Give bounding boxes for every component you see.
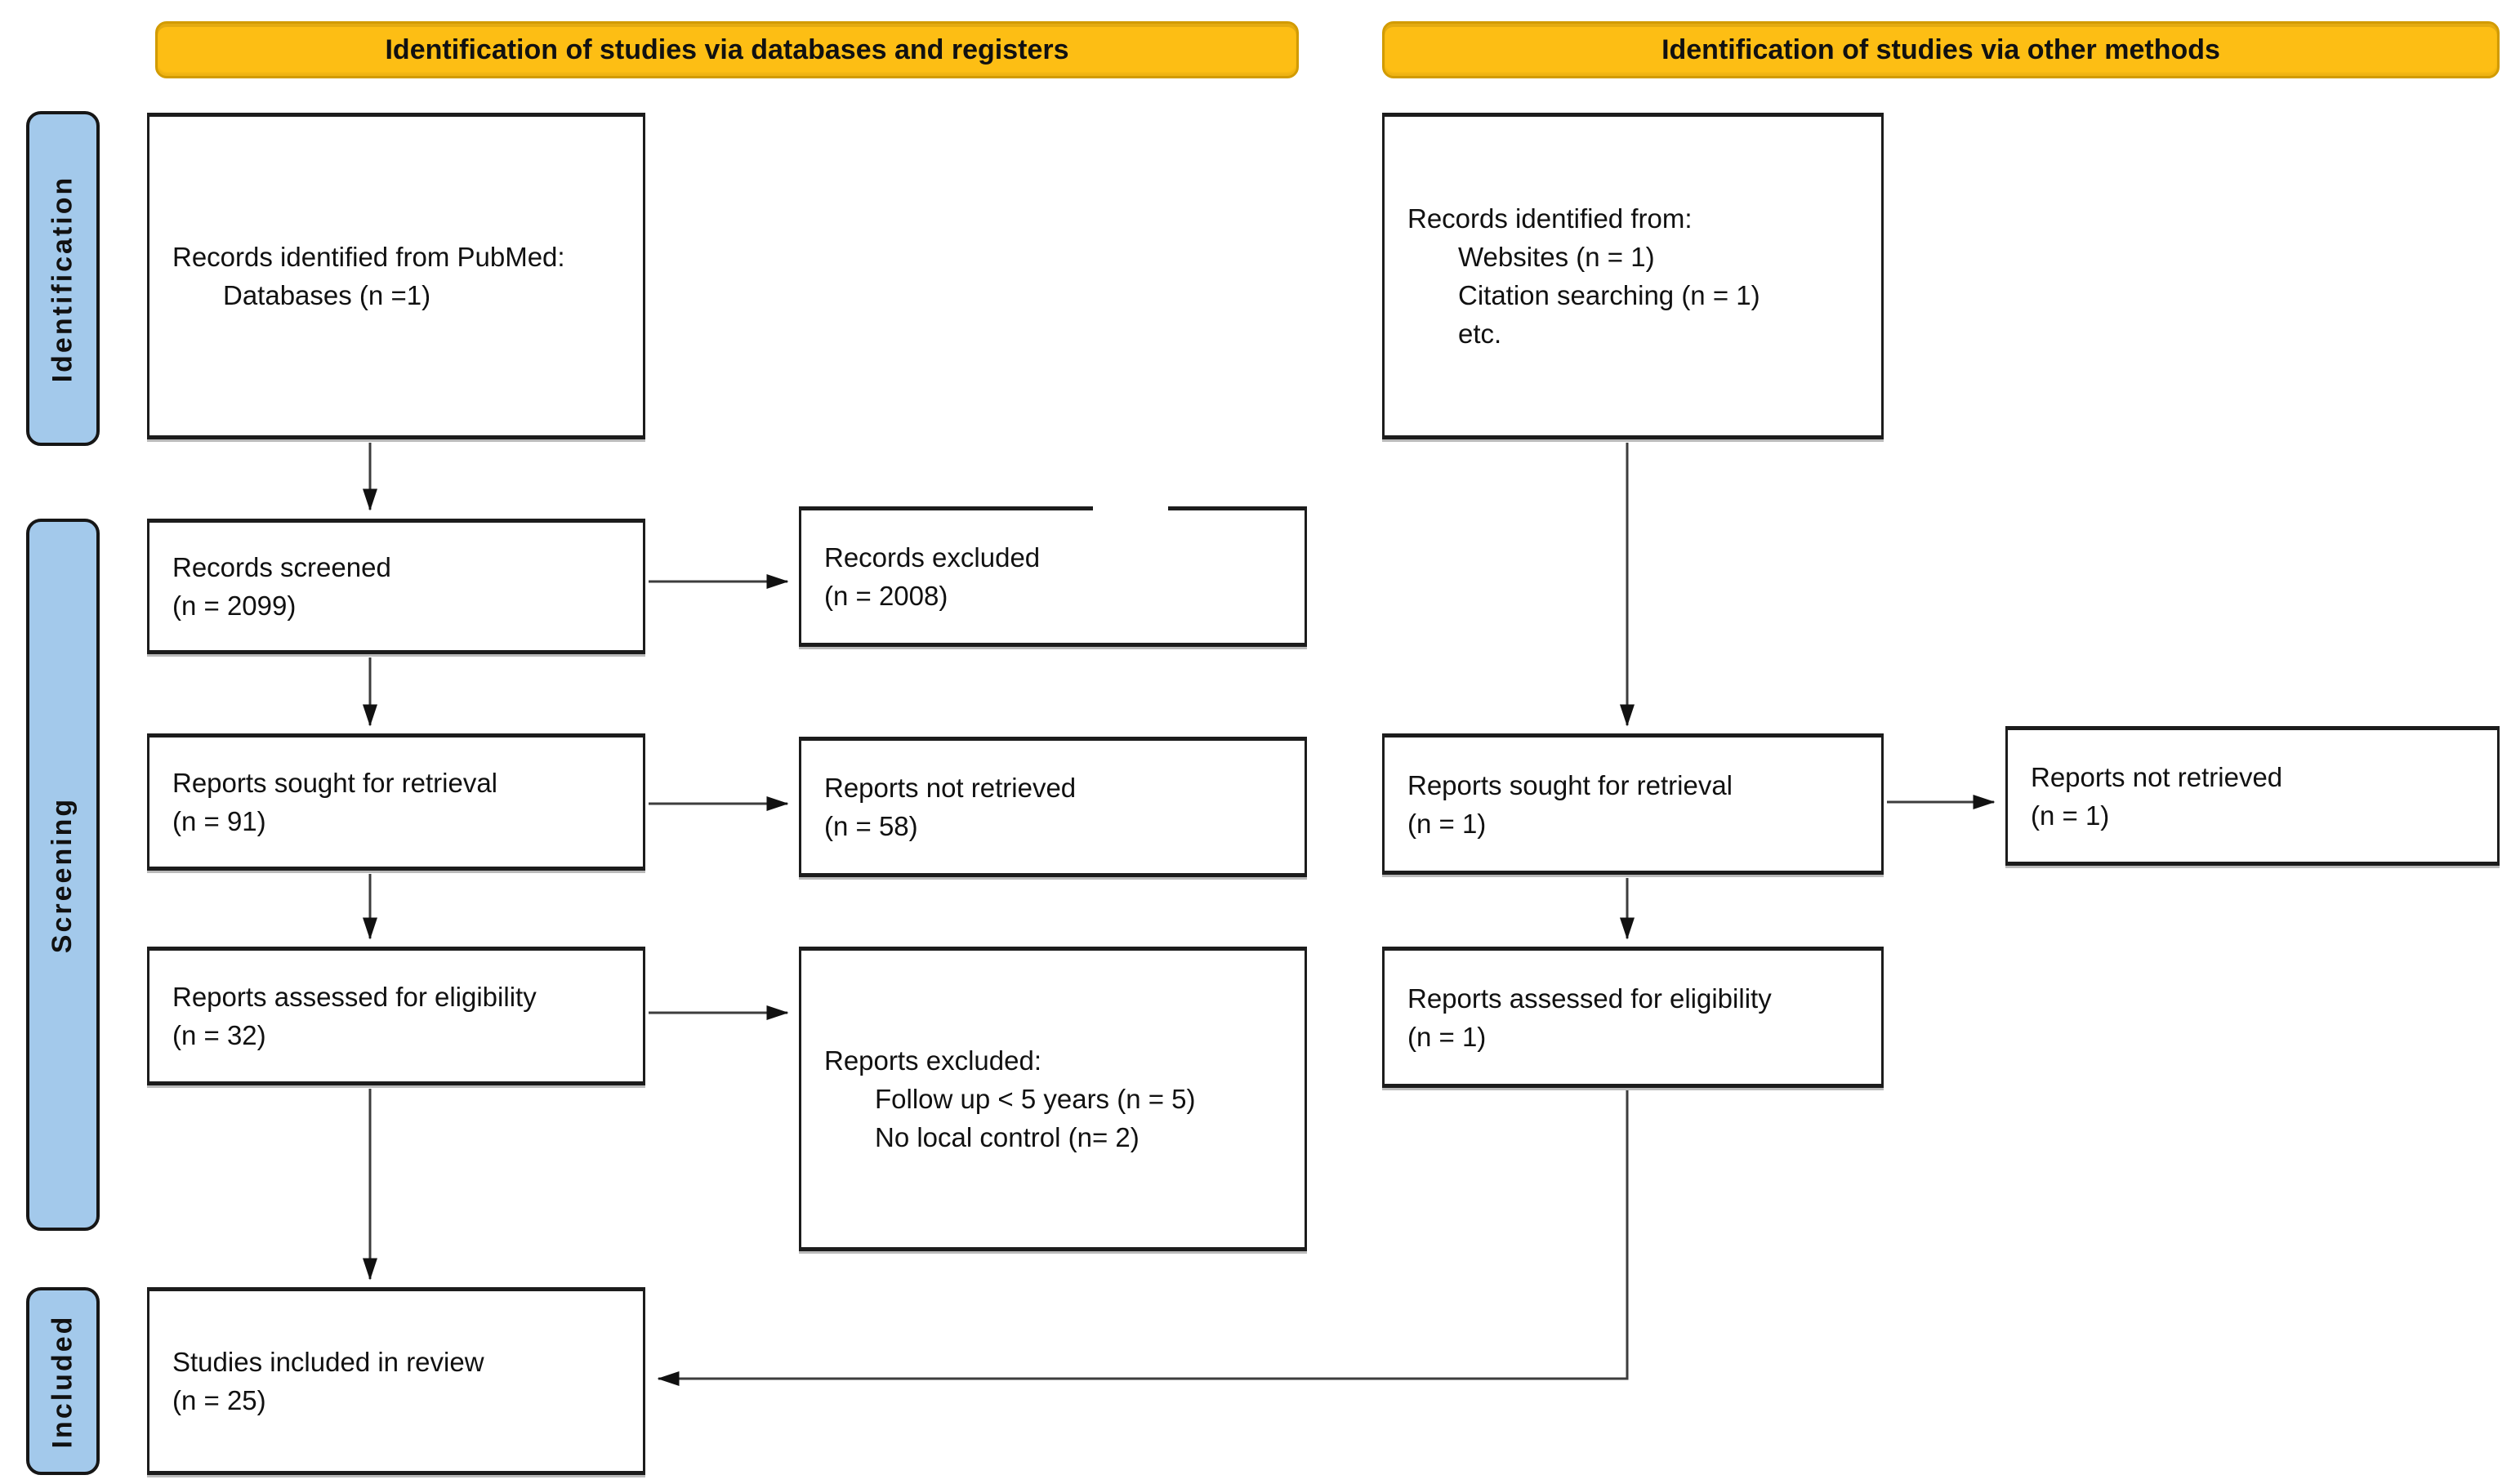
box-reports-sought-other: Reports sought for retrieval (n = 1): [1382, 733, 1884, 875]
box-reports-assessed-other: Reports assessed for eligibility (n = 1): [1382, 947, 1884, 1088]
box-reports-not-retrieved-other: Reports not retrieved (n = 1): [2005, 726, 2500, 866]
box-text-line: (n = 1): [1407, 808, 1487, 839]
box-text-line: (n = 1): [1407, 1021, 1487, 1052]
stage-label-screening-text: Screening: [47, 796, 78, 953]
box-text-line: Records excluded: [824, 542, 1041, 573]
box-text-line: Follow up < 5 years (n = 5): [875, 1084, 1196, 1114]
box-text-line: Reports not retrieved: [824, 773, 1077, 803]
banner-identification-databases: Identification of studies via databases …: [155, 21, 1299, 78]
box-text-line: Reports not retrieved: [2031, 761, 2283, 792]
box-text-line: Studies included in review: [172, 1347, 484, 1377]
box-text-line: No local control (n= 2): [875, 1122, 1140, 1152]
box-reports-sought-databases: Reports sought for retrieval (n = 91): [147, 733, 645, 871]
whiteout-artifact: [1093, 497, 1168, 521]
box-text-line: (n = 25): [172, 1385, 266, 1415]
stage-label-screening: Screening: [26, 519, 100, 1231]
box-reports-not-retrieved-databases: Reports not retrieved (n = 58): [799, 737, 1307, 877]
box-records-identified-other: Records identified from: Websites (n = 1…: [1382, 113, 1884, 439]
box-text-line: Records screened: [172, 552, 391, 582]
stage-label-included: Included: [26, 1287, 100, 1475]
box-studies-included: Studies included in review (n = 25): [147, 1287, 645, 1475]
box-reports-assessed-databases: Reports assessed for eligibility (n = 32…: [147, 947, 645, 1085]
box-text-line: Citation searching (n = 1): [1458, 280, 1760, 310]
box-text-line: Reports sought for retrieval: [1407, 769, 1733, 800]
box-text-line: (n = 58): [824, 811, 918, 841]
stage-label-identification: Identification: [26, 111, 100, 446]
box-text-line: (n = 91): [172, 806, 266, 836]
box-text-line: (n = 1): [2031, 800, 2110, 831]
box-text-line: (n = 2099): [172, 590, 297, 621]
box-text-line: Records identified from PubMed:: [172, 242, 565, 272]
box-records-screened: Records screened (n = 2099): [147, 519, 645, 654]
box-text-line: Reports assessed for eligibility: [172, 982, 537, 1012]
box-text-line: Records identified from:: [1407, 203, 1693, 234]
stage-label-identification-text: Identification: [47, 175, 78, 382]
box-text-line: Databases (n =1): [223, 280, 431, 310]
box-text-line: Reports assessed for eligibility: [1407, 983, 1772, 1014]
box-text-line: etc.: [1458, 319, 1502, 349]
box-text-line: Reports sought for retrieval: [172, 768, 498, 798]
box-text-line: (n = 32): [172, 1020, 266, 1050]
box-reports-excluded-reasons: Reports excluded: Follow up < 5 years (n…: [799, 947, 1307, 1251]
box-records-identified-databases: Records identified from PubMed: Database…: [147, 113, 645, 439]
box-text-line: Reports excluded:: [824, 1045, 1041, 1076]
box-text-line: Websites (n = 1): [1458, 242, 1655, 272]
box-records-excluded: Records excluded (n = 2008): [799, 506, 1307, 647]
stage-label-included-text: Included: [47, 1314, 78, 1448]
box-text-line: (n = 2008): [824, 581, 948, 611]
banner-identification-other-methods: Identification of studies via other meth…: [1382, 21, 2500, 78]
